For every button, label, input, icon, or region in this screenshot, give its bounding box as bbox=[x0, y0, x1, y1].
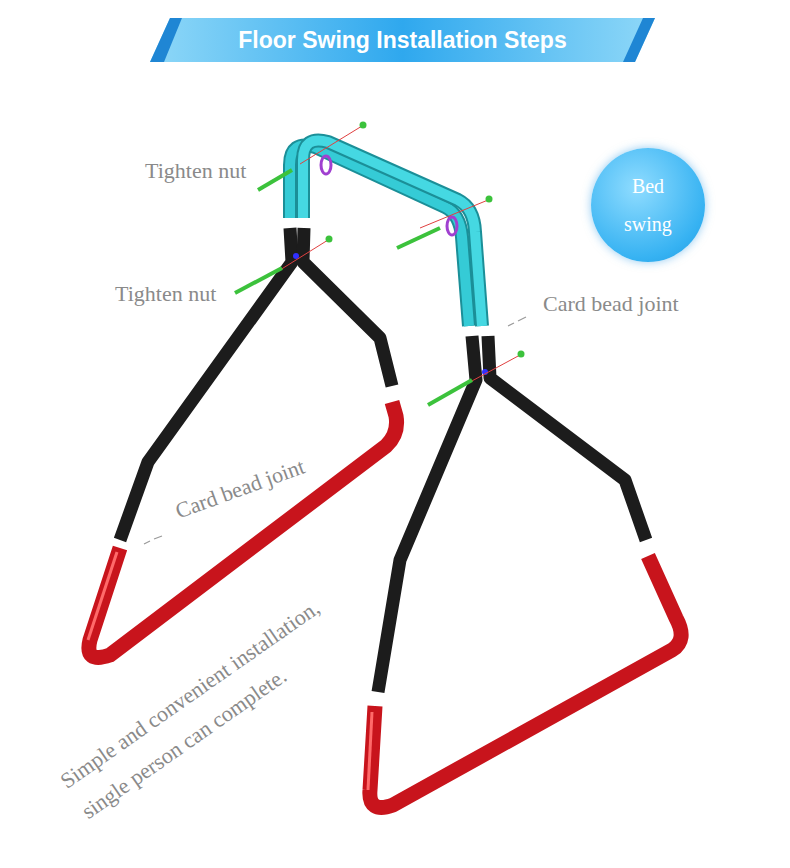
part-note: Card bead joint bbox=[543, 291, 679, 317]
leader-dash bbox=[144, 317, 526, 544]
ribbon-end bbox=[150, 18, 182, 62]
badge-circle: Bed swing bbox=[591, 148, 705, 262]
badge-text: Bed swing bbox=[617, 167, 679, 243]
part-note: Tighten nut bbox=[145, 158, 246, 184]
top-frame bbox=[290, 140, 482, 326]
joint-dot bbox=[293, 253, 488, 375]
bolt bbox=[235, 122, 525, 406]
ribbon-end bbox=[623, 18, 655, 62]
title-ribbon bbox=[150, 18, 655, 62]
title: Floor Swing Installation Steps bbox=[160, 18, 645, 62]
part-note: Tighten nut bbox=[115, 281, 216, 307]
